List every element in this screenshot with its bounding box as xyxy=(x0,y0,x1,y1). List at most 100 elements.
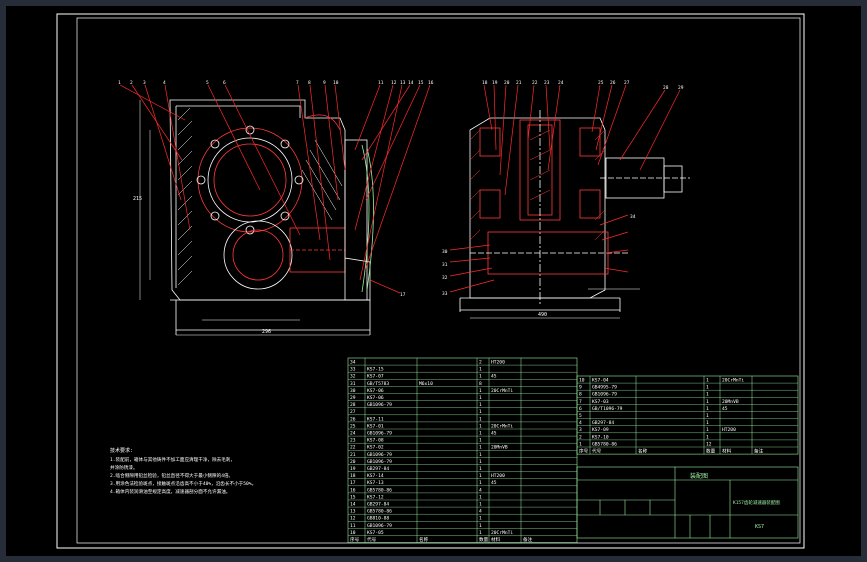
title-block xyxy=(576,466,799,539)
bom-cell: 1 xyxy=(479,416,482,422)
leader-label: 14 xyxy=(408,80,414,86)
bom-cell: 21 xyxy=(350,452,356,458)
leader-label: 17 xyxy=(400,292,406,298)
bom-cell: 1 xyxy=(579,441,582,447)
bom-cell: GB1096-79 xyxy=(367,452,392,458)
bom-cell: 1 xyxy=(706,392,709,398)
bom-cell: GB297-84 xyxy=(592,420,614,426)
leader-label: 10 xyxy=(333,80,339,86)
bom-cell: HT200 xyxy=(491,473,505,479)
bom-cell: 20 xyxy=(350,459,356,465)
bom-cell: 34 xyxy=(350,360,356,366)
bom-cell: 1 xyxy=(479,516,482,522)
bom-header-cell: 序号 xyxy=(350,536,360,543)
bom-cell: GB810-88 xyxy=(367,516,389,522)
leader-label: 32 xyxy=(442,275,448,281)
bom-cell: 18 xyxy=(350,473,356,479)
bom-cell: KS7-10 xyxy=(592,434,609,440)
leader-label: 7 xyxy=(296,80,299,86)
bom-cell: KS7-04 xyxy=(592,378,609,384)
bom-cell: GB5780-86 xyxy=(367,487,392,493)
leader-label: 12 xyxy=(391,80,397,86)
bom-header-cell: 序号 xyxy=(579,448,589,455)
title-block-drawing-no: KS7 xyxy=(755,524,764,530)
bom-cell: 23 xyxy=(350,438,356,444)
bom-cell: KS7-11 xyxy=(367,416,384,422)
bom-cell: 1 xyxy=(706,406,709,412)
leader-label: 22 xyxy=(532,80,538,86)
side-view-hatching xyxy=(469,129,606,241)
bom-cell: 1 xyxy=(479,466,482,472)
bom-cell: 15 xyxy=(350,494,356,500)
bom-header-cell: 名称 xyxy=(638,448,648,455)
bom-cell: 20MnVB xyxy=(722,399,739,405)
bom-cell: KS7-03 xyxy=(592,399,609,405)
notes-line-3: 2.啮合侧隙用铅丝检验，铅丝直径不得大于最小侧隙的4倍。 xyxy=(110,472,233,479)
bom-cell: GB1096-79 xyxy=(367,523,392,529)
leader-label: 18 xyxy=(482,80,488,86)
bom-cell: M6x10 xyxy=(419,381,433,387)
leader-label: 3 xyxy=(143,80,146,86)
bom-cell: 17 xyxy=(350,480,356,486)
side-leaders xyxy=(449,84,681,293)
bom-cell: 1 xyxy=(706,427,709,433)
bom-header-cell: 代号 xyxy=(367,536,377,543)
bom-cell: 26 xyxy=(350,416,356,422)
bom-cell: 20CrMnTi xyxy=(491,530,513,536)
bom-cell: 1 xyxy=(706,399,709,405)
bom-cell: GB1096-79 xyxy=(592,392,617,398)
title-block-subtitle: K157齿轮减速器装配图 xyxy=(733,499,780,506)
leader-label: 26 xyxy=(610,80,616,86)
bom-border xyxy=(576,375,799,455)
leader-label: 33 xyxy=(442,291,448,297)
bom-cell: 2 xyxy=(579,434,582,440)
bom-cell: 9 xyxy=(579,385,582,391)
bom-cell: KS7-08 xyxy=(367,438,384,444)
bom-cell: GB/T1096-79 xyxy=(592,406,623,412)
drawing-frame-inner xyxy=(76,17,801,544)
bom-cell: 33 xyxy=(350,367,356,373)
bom-cell: GB297-84 xyxy=(367,502,389,508)
bom-cell: KS7-06 xyxy=(367,395,384,401)
leader-label: 15 xyxy=(418,80,424,86)
leader-label: 6 xyxy=(223,80,226,86)
bom-cell: 3 xyxy=(579,427,582,433)
bom-cell: 13 xyxy=(350,509,356,515)
bom-header-cell: 数量 xyxy=(479,536,489,543)
bom-header-cell: 材料 xyxy=(722,448,732,455)
bom-cell: KS7-06 xyxy=(367,388,384,394)
bom-cell: 10 xyxy=(579,378,585,384)
bom-cell: 1 xyxy=(706,420,709,426)
bom-cell: 1 xyxy=(479,459,482,465)
notes-line-2: 并涂防锈漆。 xyxy=(110,464,138,471)
bom-cell: 1 xyxy=(479,367,482,373)
leader-label: 11 xyxy=(378,80,384,86)
bom-cell: 1 xyxy=(479,445,482,451)
bom-cell: KS7-14 xyxy=(367,473,384,479)
bom-cell: 19 xyxy=(350,466,356,472)
leader-label: 20 xyxy=(504,80,510,86)
side-width-dim: 490 xyxy=(538,312,547,318)
bom-cell: HT200 xyxy=(722,427,736,433)
bom-cell: 1 xyxy=(479,473,482,479)
bom-cell: 45 xyxy=(491,374,497,380)
drawing-frame-outer xyxy=(56,13,805,549)
leader-label: 9 xyxy=(323,80,326,86)
bom-cell: KS7-15 xyxy=(367,367,384,373)
bom-cell: 45 xyxy=(722,406,728,412)
bom-cell: 1 xyxy=(479,388,482,394)
leader-label: 16 xyxy=(428,80,434,86)
bom-cell: 24 xyxy=(350,431,356,437)
bom-cell: 20MnVB xyxy=(491,445,508,451)
bom-cell: 14 xyxy=(350,502,356,508)
bom-cell: GB1096-79 xyxy=(367,459,392,465)
notes-line-5: 4.箱体内装润滑油至规定高度，减速器剖分面不允许漏油。 xyxy=(110,488,230,495)
bom-cell: 4 xyxy=(579,420,582,426)
bom-cell: 1 xyxy=(706,413,709,419)
bom-header-cell: 材料 xyxy=(491,536,501,543)
front-width-dim: 296 xyxy=(262,329,271,335)
bom-cell: 2 xyxy=(479,360,482,366)
leader-label: 19 xyxy=(492,80,498,86)
bom-header-cell: 数量 xyxy=(706,448,716,455)
